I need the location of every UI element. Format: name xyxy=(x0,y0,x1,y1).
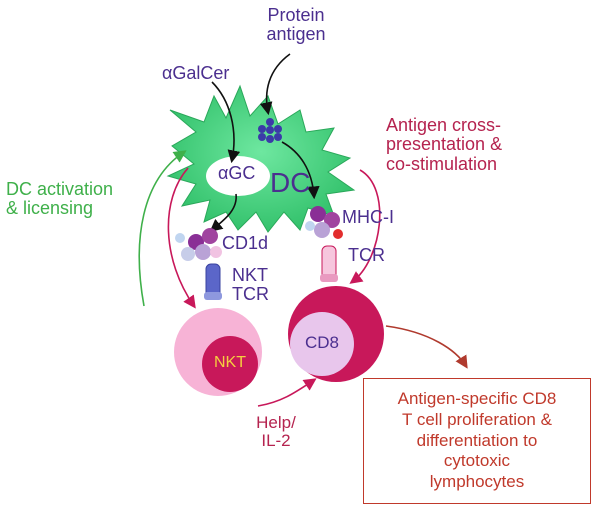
cd8-tcr-receptor xyxy=(320,245,338,282)
dc-label: DC xyxy=(270,167,311,198)
protein-antigen-label: Protein antigen xyxy=(266,5,326,45)
cd8-cell xyxy=(288,286,384,382)
antigen-uptake-arrows xyxy=(209,53,320,233)
outcome-text: Antigen-specific CD8 T cell proliferatio… xyxy=(397,389,557,492)
outcome-arrow xyxy=(385,325,468,369)
nkt-cell-label: NKT xyxy=(214,354,246,371)
nkt-cell xyxy=(174,308,262,396)
cd1d-label: CD1d xyxy=(222,233,269,253)
dc-activation-label: DC activation & licensing xyxy=(6,179,114,219)
nkt-tcr-receptor xyxy=(204,263,222,300)
tcr-label: TCR xyxy=(348,245,385,265)
mhc-i-molecule xyxy=(305,206,343,239)
help-il2-label: Help/ IL-2 xyxy=(256,413,296,451)
mhc-i-label: MHC-I xyxy=(342,207,394,227)
outcome-box: Antigen-specific CD8 T cell proliferatio… xyxy=(363,378,591,504)
dc-activation-arrow xyxy=(138,150,187,307)
magenta-arrows xyxy=(167,167,381,407)
agalcer-label: αGalCer xyxy=(162,63,230,83)
nkt-tcr-label: NKT TCR xyxy=(232,265,269,305)
antigen-cluster xyxy=(258,118,282,143)
cd1d-molecule xyxy=(175,228,222,261)
dc-vacuole xyxy=(206,156,270,196)
cd8-cell-label: CD8 xyxy=(304,333,339,352)
antigen-cross-presentation-label: Antigen cross- presentation & co-stimula… xyxy=(386,115,503,174)
agc-label: αGC xyxy=(218,163,256,183)
dendritic-cell xyxy=(166,84,356,233)
